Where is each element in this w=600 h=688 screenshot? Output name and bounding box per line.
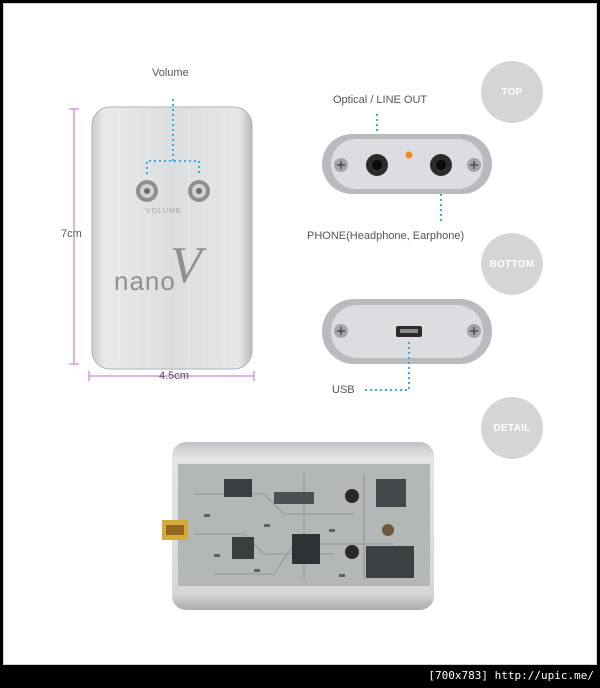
usb-label: USB (332, 384, 355, 396)
detail-badge: DETAIL (481, 397, 543, 459)
bottom-screw-left (334, 324, 348, 338)
volume-button-left (136, 180, 158, 202)
width-label: 4.5cm (159, 370, 189, 382)
volume-label: Volume (152, 67, 189, 79)
ic-chip (224, 479, 252, 497)
bottom-screw-right (467, 324, 481, 338)
footer-watermark: [700x783] http://upic.me/ (428, 669, 594, 682)
front-view-drawing (69, 99, 255, 381)
footer-bar: [700x783] http://upic.me/ (0, 665, 600, 688)
optical-label: Optical / LINE OUT (333, 94, 428, 106)
brand-logo-mark: V (170, 237, 202, 294)
optical-jack (366, 154, 388, 176)
status-led (405, 151, 413, 159)
bottom-view-drawing (322, 299, 492, 391)
detail-pcb-drawing (162, 442, 434, 610)
top-badge: TOP (481, 61, 543, 123)
usb-port (396, 326, 422, 337)
tactile-button (345, 489, 359, 503)
headphone-jack (430, 154, 452, 176)
volume-indicator-line (146, 160, 200, 174)
volume-button-right (188, 180, 210, 202)
top-screw-left (334, 158, 348, 172)
knob-text: VOLUME (146, 208, 182, 215)
product-sheet: VOLUME nano V Volume 7cm 4.5cm Optical /… (3, 3, 597, 665)
top-view-drawing (322, 114, 492, 224)
device-front-body (91, 106, 253, 370)
bottom-badge: BOTTOM (481, 233, 543, 295)
phone-label: PHONE(Headphone, Earphone) (307, 230, 465, 242)
brand-logo-text: nano (114, 266, 176, 296)
usb-indicator-line (364, 342, 410, 391)
top-screw-right (467, 158, 481, 172)
height-label: 7cm (61, 228, 82, 240)
